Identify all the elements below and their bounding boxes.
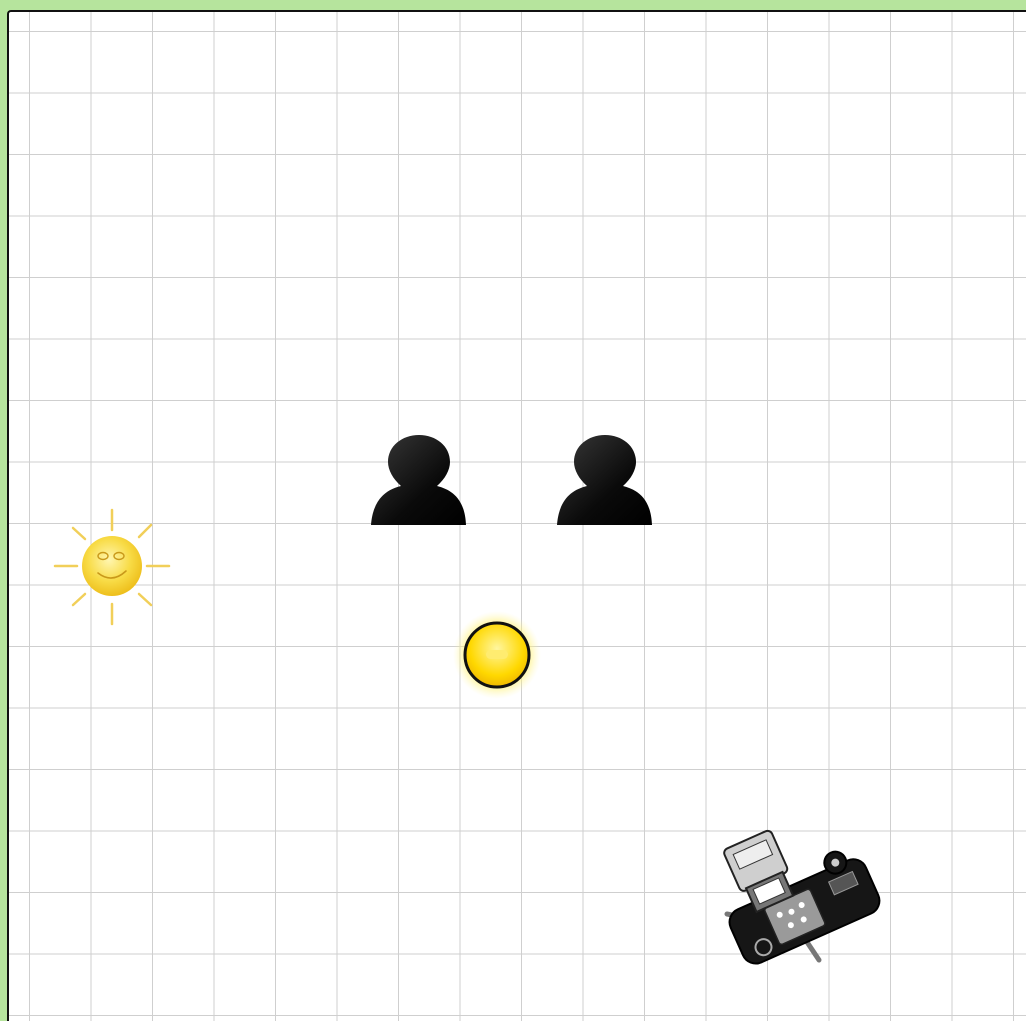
lighting-diagram-canvas[interactable] <box>7 10 1026 1021</box>
person-silhouette-icon[interactable] <box>371 434 467 526</box>
glowing-light-icon[interactable] <box>451 612 543 704</box>
sun-icon[interactable] <box>53 508 171 626</box>
camera-with-flash-icon[interactable] <box>709 812 879 972</box>
person-silhouette-icon[interactable] <box>557 434 653 526</box>
